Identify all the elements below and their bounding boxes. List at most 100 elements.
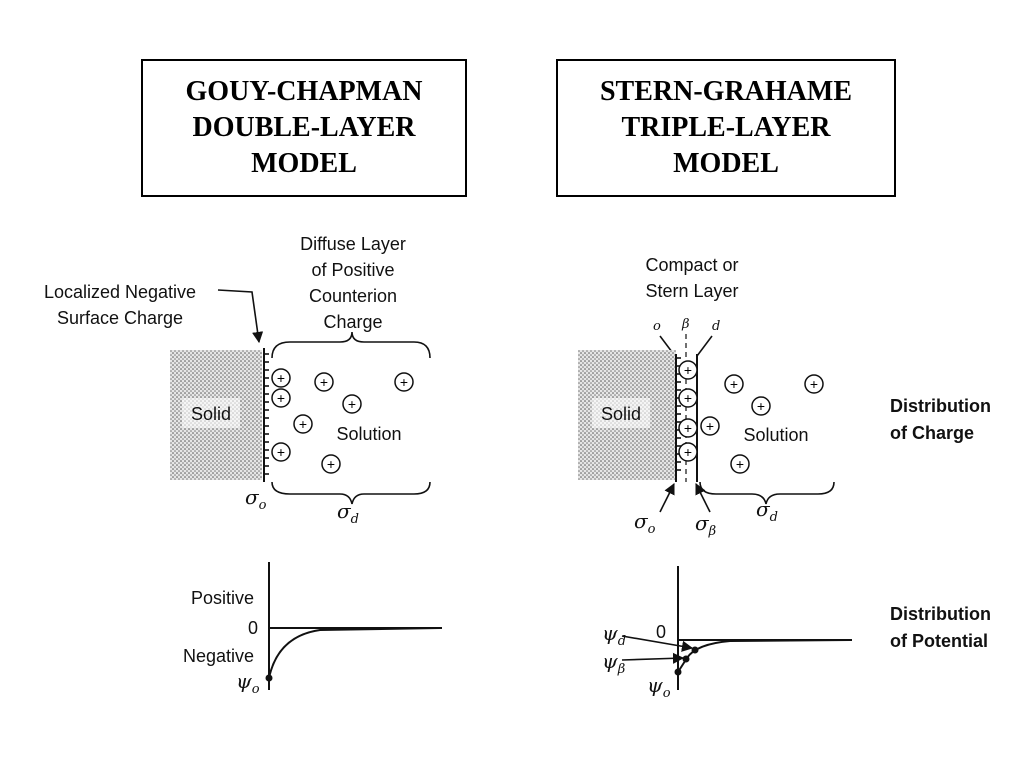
diffuse-brace-top [271, 331, 431, 359]
psi-o-point [265, 674, 273, 682]
svg-text:+: + [684, 362, 692, 378]
gouy-chapman-potential-plot: Positive 0 Negative ψo [183, 562, 442, 697]
solid-label-bg [182, 398, 240, 428]
sigma-d-symbol: σd [337, 499, 359, 527]
negative-surface-charges [264, 353, 269, 475]
positive-label: Positive [191, 588, 254, 608]
surface-charge-arrow [217, 289, 264, 344]
svg-text:of Potential: of Potential [890, 631, 988, 651]
title-line-3: MODEL [251, 148, 357, 179]
surface-charge-label-2: Surface Charge [57, 308, 183, 328]
zero-label: 0 [656, 622, 666, 642]
psi-o-symbol: ψo [236, 669, 260, 697]
plane-o-label: o [653, 319, 661, 334]
sigma-beta-arrow [695, 482, 711, 513]
sigma-d-symbol: σd [756, 497, 778, 525]
diffuse-brace-bottom [271, 481, 431, 505]
diffuse-layer-label-3: Counterion [309, 286, 397, 306]
positive-ion: + [271, 368, 291, 388]
svg-text:of Charge: of Charge [890, 423, 974, 443]
gouy-chapman-title-box: GOUY-CHAPMAN DOUBLE-LAYER MODEL [141, 59, 467, 197]
plane-beta-label: β [681, 317, 690, 332]
positive-ion: + [271, 388, 291, 408]
zero-label: 0 [248, 618, 258, 638]
distribution-of-potential-label: Distribution of Potential [890, 604, 991, 651]
distribution-of-charge-label: Distribution of Charge [890, 396, 991, 443]
title-line-2: TRIPLE-LAYER [621, 112, 831, 143]
positive-ion: + [804, 374, 824, 394]
svg-text:+: + [757, 398, 765, 414]
positive-ion: + [314, 372, 334, 392]
positive-counterions: + + + + + + + + + [678, 360, 824, 474]
negative-label: Negative [183, 646, 254, 666]
svg-text:+: + [684, 420, 692, 436]
svg-text:+: + [320, 374, 328, 390]
psi-d-point [691, 646, 699, 654]
sigma-o-symbol: σo [634, 509, 656, 537]
positive-ion: + [394, 372, 414, 392]
compact-layer-label-1: Compact or [645, 255, 738, 275]
positive-ion: + [700, 416, 720, 436]
positive-ion: + [271, 442, 291, 462]
gouy-chapman-charge-diagram: Diffuse Layer of Positive Counterion Cha… [44, 234, 431, 527]
psi-beta-point [682, 655, 690, 663]
positive-ion: + [678, 360, 698, 380]
solid-label-bg [592, 398, 650, 428]
solid-label: Solid [191, 404, 231, 424]
svg-text:+: + [327, 456, 335, 472]
potential-decay-curve [268, 627, 441, 679]
solution-label: Solution [743, 425, 808, 445]
potential-decay-curve [677, 639, 851, 673]
title-line-1: STERN-GRAHAME [599, 76, 852, 107]
diffuse-brace-bottom [699, 481, 835, 505]
title-line-2: DOUBLE-LAYER [192, 112, 416, 143]
sigma-beta-symbol: σβ [695, 511, 716, 539]
positive-ion: + [730, 454, 750, 474]
svg-text:+: + [348, 396, 356, 412]
title-line-3: MODEL [673, 148, 779, 179]
positive-counterions: + + + + + + + + [271, 368, 414, 474]
stern-grahame-title-box: STERN-GRAHAME TRIPLE-LAYER MODEL [556, 59, 896, 197]
positive-ion: + [678, 418, 698, 438]
svg-text:+: + [684, 444, 692, 460]
positive-ion: + [724, 374, 744, 394]
svg-text:+: + [277, 390, 285, 406]
svg-text:+: + [684, 390, 692, 406]
svg-text:Distribution: Distribution [890, 604, 991, 624]
sigma-o-arrow [659, 482, 675, 513]
svg-text:Distribution: Distribution [890, 396, 991, 416]
psi-beta-arrow [621, 652, 685, 664]
svg-text:+: + [400, 374, 408, 390]
svg-text:+: + [706, 418, 714, 434]
positive-ion: + [751, 396, 771, 416]
positive-ion: + [321, 454, 341, 474]
plane-d-flare [696, 335, 713, 357]
psi-d-symbol: ψd [602, 621, 626, 649]
svg-text:+: + [730, 376, 738, 392]
surface-charge-label-1: Localized Negative [44, 282, 196, 302]
positive-ion: + [342, 394, 362, 414]
stern-grahame-potential-plot: 0 ψd ψβ ψo [602, 566, 852, 701]
solid-label: Solid [601, 404, 641, 424]
positive-ion: + [678, 388, 698, 408]
plane-d-label: d [712, 319, 720, 334]
positive-ion: + [293, 414, 313, 434]
stern-grahame-charge-diagram: Compact or Stern Layer o β d Solid +++++… [578, 255, 835, 539]
svg-text:+: + [810, 376, 818, 392]
diffuse-layer-label-1: Diffuse Layer [300, 234, 406, 254]
svg-text:+: + [277, 370, 285, 386]
svg-text:+: + [736, 456, 744, 472]
diffuse-layer-label-2: of Positive [311, 260, 394, 280]
psi-beta-symbol: ψβ [602, 649, 625, 677]
psi-d-arrow [621, 635, 694, 652]
svg-text:+: + [299, 416, 307, 432]
title-line-1: GOUY-CHAPMAN [185, 76, 423, 107]
positive-ion: + [678, 442, 698, 462]
solution-label: Solution [336, 424, 401, 444]
sigma-o-symbol: σo [245, 485, 267, 513]
psi-o-point [674, 668, 682, 676]
psi-o-symbol: ψo [647, 673, 671, 701]
diffuse-layer-label-4: Charge [323, 312, 382, 332]
svg-text:+: + [277, 444, 285, 460]
